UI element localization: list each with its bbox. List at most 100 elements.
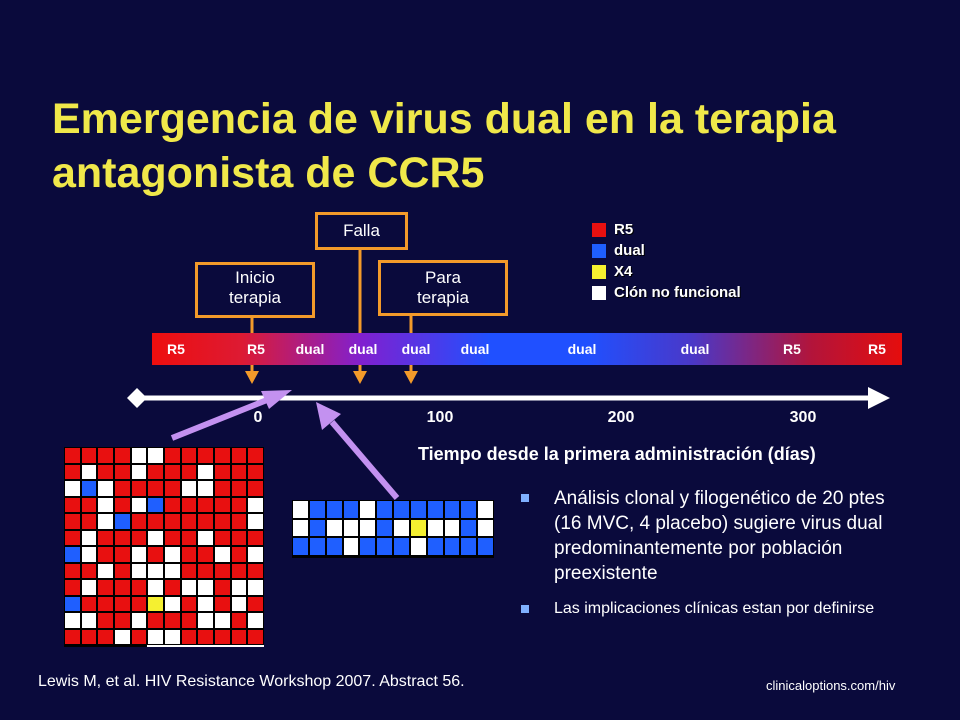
clone-cell-r5 (113, 612, 131, 629)
legend-swatch-dual (592, 243, 606, 258)
clone-cell-non-functional (130, 612, 148, 629)
clone-cell-non-functional (393, 555, 410, 558)
clone-cell-non-functional (230, 579, 248, 596)
time-axis-arrowhead-icon (868, 387, 890, 409)
time-axis-start-diamond-icon (127, 388, 147, 408)
clone-cell-r5 (247, 628, 264, 645)
clone-cell-r5 (213, 480, 231, 497)
clone-cell-r5 (230, 628, 248, 645)
clone-cell-r5 (97, 612, 114, 629)
purple-arrow-left-icon (170, 390, 292, 441)
clone-cell-dual (147, 496, 164, 513)
clone-grid-baseline (64, 447, 264, 647)
legend-item-r5: R5 (592, 219, 741, 240)
clone-cell-r5 (163, 513, 181, 530)
clone-cell-non-functional (197, 529, 214, 546)
clone-cell-dual (443, 537, 461, 556)
clone-cell-non-functional (113, 628, 131, 645)
clone-cell-non-functional (477, 500, 494, 519)
clone-cell-r5 (80, 628, 98, 645)
clone-cell-r5 (213, 595, 231, 612)
band-label-5: dual (401, 341, 431, 357)
clone-cell-non-functional (443, 555, 461, 558)
clone-cell-r5 (230, 496, 248, 513)
clone-cell-non-functional (359, 500, 377, 519)
clone-cell-non-functional (163, 546, 181, 563)
bullet-list: Análisis clonal y filogenético de 20 pte… (520, 486, 910, 620)
clone-cell-r5 (213, 579, 231, 596)
citation: Lewis M, et al. HIV Resistance Workshop … (38, 673, 465, 690)
clone-cell-dual (80, 480, 98, 497)
clone-cell-r5 (80, 513, 98, 530)
clone-cell-r5 (64, 628, 81, 645)
clone-cell-non-functional (180, 579, 198, 596)
clone-cell-r5 (64, 496, 81, 513)
clone-cell-non-functional (97, 562, 114, 579)
clone-cell-non-functional (97, 645, 114, 647)
clone-cell-non-functional (247, 579, 264, 596)
band-label-6: dual (460, 341, 490, 357)
clone-cell-r5 (180, 595, 198, 612)
clone-cell-non-functional (342, 555, 360, 558)
clone-cell-dual (376, 537, 393, 556)
clone-grid-failure (292, 500, 494, 558)
clone-cell-r5 (163, 529, 181, 546)
clone-cell-r5 (64, 463, 81, 480)
clone-cell-non-functional (460, 555, 478, 558)
clone-cell-r5 (97, 579, 114, 596)
clone-cell-non-functional (97, 513, 114, 530)
clone-cell-r5 (113, 447, 131, 464)
clone-cell-non-functional (325, 555, 343, 558)
clone-cell-non-functional (147, 562, 164, 579)
clone-cell-r5 (230, 463, 248, 480)
clone-cell-non-functional (426, 555, 444, 558)
clone-cell-dual (292, 537, 309, 556)
clone-cell-non-functional (147, 628, 164, 645)
clone-cell-non-functional (247, 513, 264, 530)
clone-cell-r5 (64, 513, 81, 530)
band-label-7: dual (567, 341, 597, 357)
clone-cell-dual (292, 555, 309, 558)
clone-cell-non-functional (308, 555, 326, 558)
clone-cell-non-functional (443, 518, 461, 538)
band-label-2: R5 (247, 341, 265, 357)
clone-cell-dual (477, 537, 494, 556)
band-label-1: R5 (167, 341, 185, 357)
clone-cell-non-functional (292, 518, 309, 538)
clone-cell-r5 (97, 628, 114, 645)
clone-cell-r5 (197, 513, 214, 530)
clone-cell-dual (426, 537, 444, 556)
bullet-clonal-analysis: Análisis clonal y filogenético de 20 pte… (520, 486, 910, 586)
clone-cell-r5 (230, 562, 248, 579)
clone-cell-non-functional (213, 546, 231, 563)
clone-cell-r5 (147, 612, 164, 629)
time-tick-200: 200 (607, 409, 635, 426)
clone-cell-r5 (80, 562, 98, 579)
clone-cell-r5 (230, 546, 248, 563)
band-label-4: dual (348, 341, 378, 357)
clone-cell-r5 (197, 628, 214, 645)
clone-cell-non-functional (247, 496, 264, 513)
clone-cell-r5 (180, 628, 198, 645)
clone-cell-r5 (197, 447, 214, 464)
clone-cell-dual (376, 500, 393, 519)
clone-cell-r5 (130, 480, 148, 497)
clone-cell-non-functional (130, 496, 148, 513)
clone-cell-r5 (147, 480, 164, 497)
clone-cell-r5 (180, 562, 198, 579)
legend-item-non-functional: Clón no funcional (592, 282, 741, 303)
legend-swatch-x4 (592, 264, 606, 279)
clone-cell-r5 (80, 447, 98, 464)
clone-cell-dual (460, 500, 478, 519)
clone-cell-non-functional (230, 595, 248, 612)
clone-cell-r5 (130, 645, 148, 647)
clone-cell-non-functional (97, 480, 114, 497)
clone-cell-r5 (247, 480, 264, 497)
clone-cell-r5 (97, 529, 114, 546)
clone-cell-r5 (113, 645, 131, 647)
clone-cell-r5 (230, 529, 248, 546)
clone-cell-r5 (64, 645, 81, 647)
clone-cell-r5 (197, 496, 214, 513)
clone-cell-non-functional (477, 555, 494, 558)
clone-cell-non-functional (147, 447, 164, 464)
